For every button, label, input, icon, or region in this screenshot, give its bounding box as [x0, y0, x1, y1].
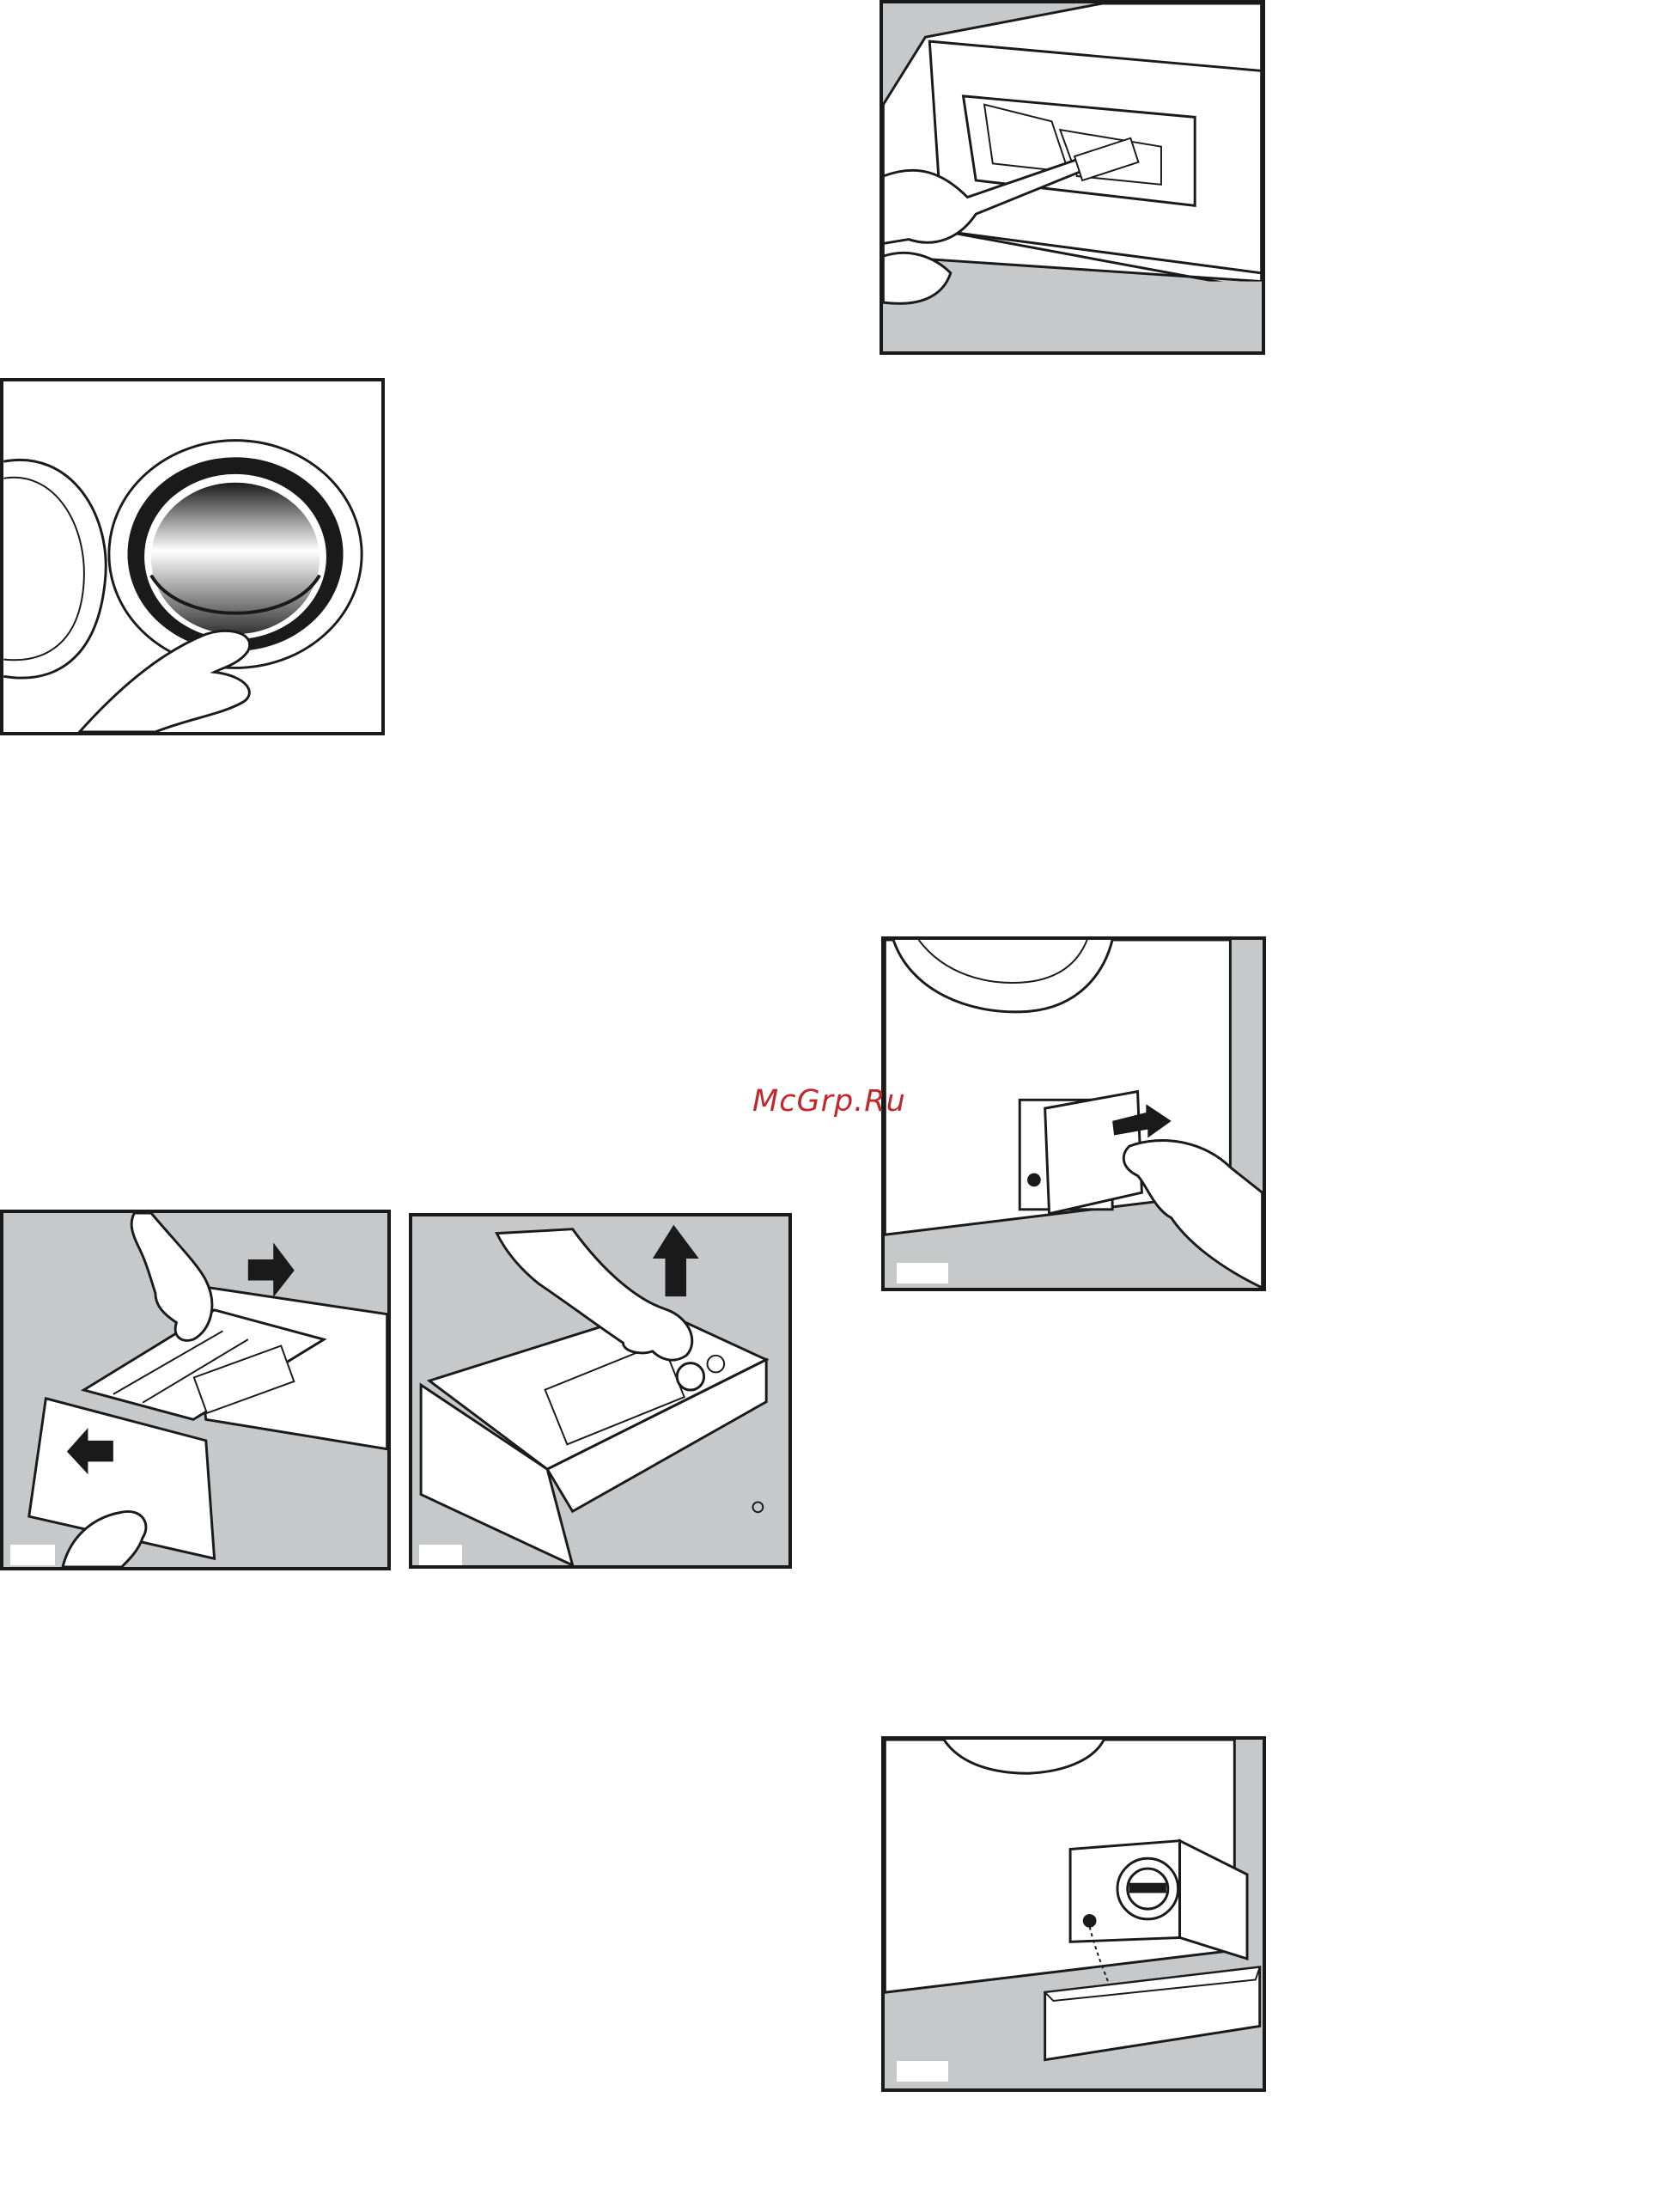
hands-removing-detergent-drawer-illustration [3, 1213, 387, 1567]
brush-cleaning-dispenser-recess-illustration [883, 3, 1262, 351]
figure-label-box [897, 1263, 948, 1283]
figure-drain-filter [881, 1736, 1266, 2092]
hand-cleaning-door-seal-illustration [3, 381, 381, 732]
figure-label-box [10, 1545, 55, 1565]
hand-lifting-siphon-cap-illustration [412, 1216, 788, 1565]
watermark-text: McGrp.Ru [752, 1084, 906, 1119]
figure-drawer-siphon [409, 1213, 792, 1569]
figure-drawer-remove [0, 1210, 391, 1570]
drain-filter-into-container-illustration [885, 1740, 1263, 2088]
figure-label-box [897, 2061, 948, 2082]
hand-opening-filter-hatch-illustration [885, 940, 1263, 1288]
figure-door-seal [0, 378, 385, 735]
figure-dispenser-brush [880, 0, 1265, 355]
figure-filter-hatch [881, 936, 1266, 1291]
figure-label-box [419, 1545, 462, 1565]
